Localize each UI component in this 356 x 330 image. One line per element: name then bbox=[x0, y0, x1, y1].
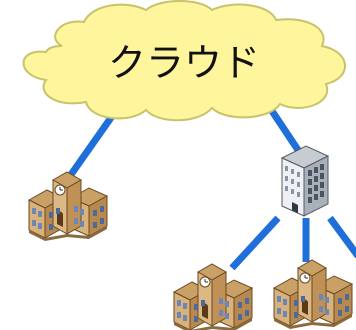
school-building-icon bbox=[273, 259, 353, 330]
school-right bbox=[273, 259, 353, 330]
school-center bbox=[173, 263, 253, 330]
cloud: クラウド bbox=[22, 0, 346, 122]
school-building-icon bbox=[28, 171, 108, 242]
school-building-icon bbox=[173, 263, 253, 330]
office-building-icon bbox=[281, 145, 329, 217]
school-left bbox=[28, 171, 108, 242]
link-office-offscreen bbox=[327, 215, 356, 259]
link-office-school-center bbox=[229, 215, 281, 271]
cloud-shape bbox=[22, 0, 346, 122]
cloud-label: クラウド bbox=[108, 41, 260, 85]
office-building bbox=[281, 145, 329, 217]
